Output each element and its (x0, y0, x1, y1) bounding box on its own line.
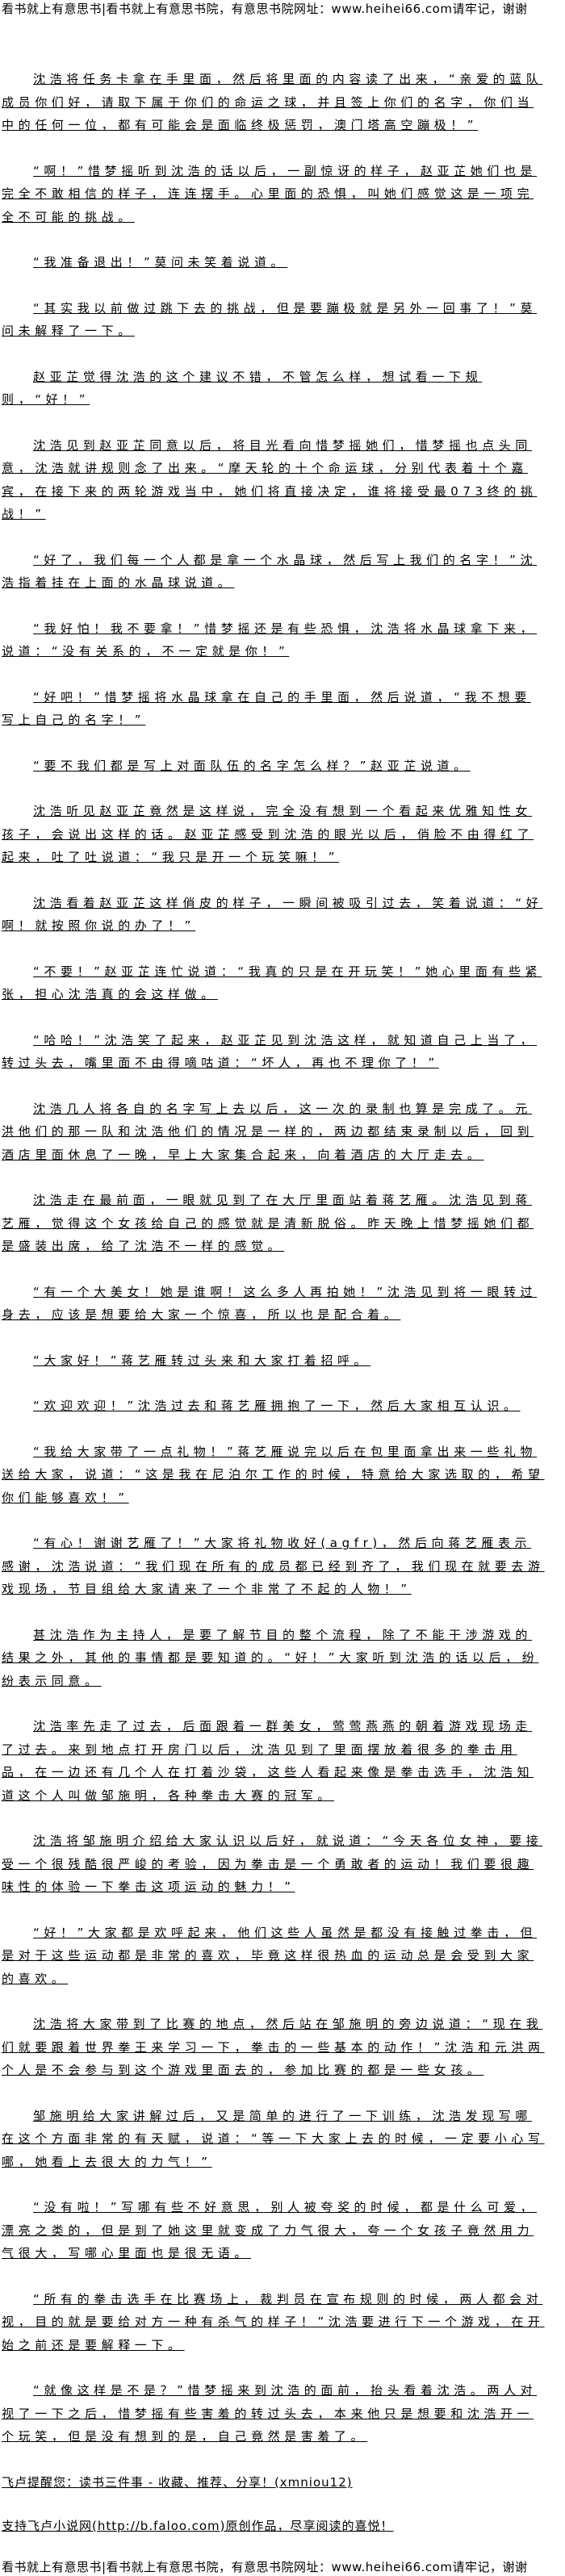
story-paragraph: “大家好！”蒋艺雁转过头来和大家打着招呼。 (33, 1353, 371, 1368)
support-site-link[interactable]: 支持飞卢小说网(http://b.faloo.com)原创作品，尽享阅读的喜悦！ (2, 2518, 394, 2533)
story-paragraph: 沈浩见到赵亚芷同意以后，将目光看向惜梦摇她们，惜梦摇也点头同意，沈浩就讲规则念了… (2, 437, 538, 522)
story-paragraph: 赵亚芷觉得沈浩的这个建议不错，不管怎么样，想试看一下规则，“好！” (2, 369, 483, 408)
story-paragraph: “我好怕！我不要拿！”惜梦摇还是有些恐惧，沈浩将水晶球拿下来，说道：“没有关系的… (2, 621, 538, 659)
story-paragraph: “好吧！”惜梦摇将水晶球拿在自己的手里面，然后说道，“我不想要写上自己的名字！” (2, 689, 531, 728)
story-paragraph: 沈浩走在最前面，一眼就见到了在大厅里面站着蒋艺雁。沈浩见到蒋艺雁，觉得这个女孩给… (2, 1193, 534, 1253)
header-banner: 看书就上有意思书|看书就上有意思书院，有意思书院网址：www.heihei66.… (2, 2, 528, 16)
footer-notes: 飞卢提醒您：读书三件事 - 收藏、推荐、分享！(xmniou12) 支持飞卢小说… (0, 2471, 549, 2537)
story-paragraph: 沈浩将大家带到了比赛的地点，然后站在邹施明的旁边说道：“现在我们就要跟着世界拳王… (2, 2017, 545, 2077)
reading-reminder: 飞卢提醒您：读书三件事 - 收藏、推荐、分享！(xmniou12) (2, 2474, 353, 2490)
story-paragraph: “好！”大家都是欢呼起来，他们这些人虽然是都没有接触过拳击，但是对于这些运动都是… (2, 1925, 538, 1986)
story-paragraph: “不要！”赵亚芷连忙说道：“我真的只是在开玩笑！”她心里面有些紧张，担心沈浩真的… (2, 964, 542, 1002)
story-paragraph: 沈浩将邹施明介绍给大家认识以后好，就说道：“今天各位女神，要接受一个很残酷很严峻… (2, 1834, 543, 1894)
chapter-content: 沈浩将任务卡拿在手里面，然后将里面的内容读了出来，“亲爱的蓝队成员你们好，请取下… (0, 68, 549, 2448)
story-paragraph: 沈浩几人将各自的名字写上去以后，这一次的录制也算是完成了。元洪他们的那一队和沈浩… (2, 1101, 534, 1162)
story-paragraph: “啊！”惜梦摇听到沈浩的话以后，一副惊讶的样子，赵亚芷她们也是完全不敢相信的样子… (2, 163, 538, 224)
story-paragraph: “有心！谢谢艺雁了！”大家将礼物收好(agfr)，然后向蒋艺雁表示感谢，沈浩说道… (2, 1536, 545, 1596)
story-paragraph: “哈哈！”沈浩笑了起来，赵亚芷见到沈浩这样，就知道自己上当了，转过头去，嘴里面不… (2, 1032, 538, 1071)
story-paragraph: 甚沈浩作为主持人，是要了解节目的整个流程，除了不能干涉游戏的结果之外，其他的事情… (2, 1627, 539, 1688)
story-paragraph: 沈浩率先走了过去，后面跟着一群美女，莺莺燕燕的朝着游戏现场走了过去。来到地点打开… (2, 1719, 534, 1803)
story-paragraph: 沈浩听见赵亚芷竟然是这样说，完全没有想到一个看起来优雅知性女孩子，会说出这样的话… (2, 804, 534, 864)
story-paragraph: “所有的拳击选手在比赛场上，裁判员在宣布规则的时候，两人都会对视，目的就是要给对… (2, 2291, 545, 2352)
story-paragraph: 沈浩将任务卡拿在手里面，然后将里面的内容读了出来，“亲爱的蓝队成员你们好，请取下… (2, 72, 543, 132)
story-paragraph: “好了，我们每一个人都是拿一个水晶球，然后写上我们的名字！”沈浩指着挂在上面的水… (2, 552, 538, 591)
story-paragraph: 沈浩看着赵亚芷这样俏皮的样子，一瞬间被吸引过去，笑着说道：“好啊！就按照你说的办… (2, 895, 543, 934)
story-paragraph: “我准备退出！”莫问未笑着说道。 (33, 255, 288, 270)
story-paragraph: “没有啦！”写哪有些不好意思，别人被夸奖的时候，都是什么可爱，漂亮之类的，但是到… (2, 2200, 538, 2260)
story-paragraph: “其实我以前做过跳下去的挑战，但是要蹦极就是另外一回事了！”莫问未解释了一下。 (2, 300, 538, 339)
story-paragraph: “欢迎欢迎！”沈浩过去和蒋艺雁拥抱了一下，然后大家相互认识。 (33, 1399, 521, 1413)
story-paragraph: “要不我们都是写上对面队伍的名字怎么样？”赵亚芷说道。 (33, 758, 471, 773)
story-paragraph: 邹施明给大家讲解过后，又是简单的进行了一下训练，沈浩发现写哪在这个方面非常的有天… (2, 2108, 545, 2169)
footer-banner: 看书就上有意思书|看书就上有意思书院，有意思书院网址：www.heihei66.… (2, 2559, 528, 2574)
story-paragraph: “就像这样是不是？”惜梦摇来到沈浩的面前，抬头看着沈浩。两人对视了一下之后，惜梦… (2, 2383, 538, 2444)
story-paragraph: “我给大家带了一点礼物！”蒋艺雁说完以后在包里面拿出来一些礼物送给大家，说道：“… (2, 1444, 545, 1505)
story-paragraph: “有一个大美女！她是谁啊！这么多人再拍她！”沈浩见到将一眼转过身去，应该是想要给… (2, 1284, 538, 1323)
